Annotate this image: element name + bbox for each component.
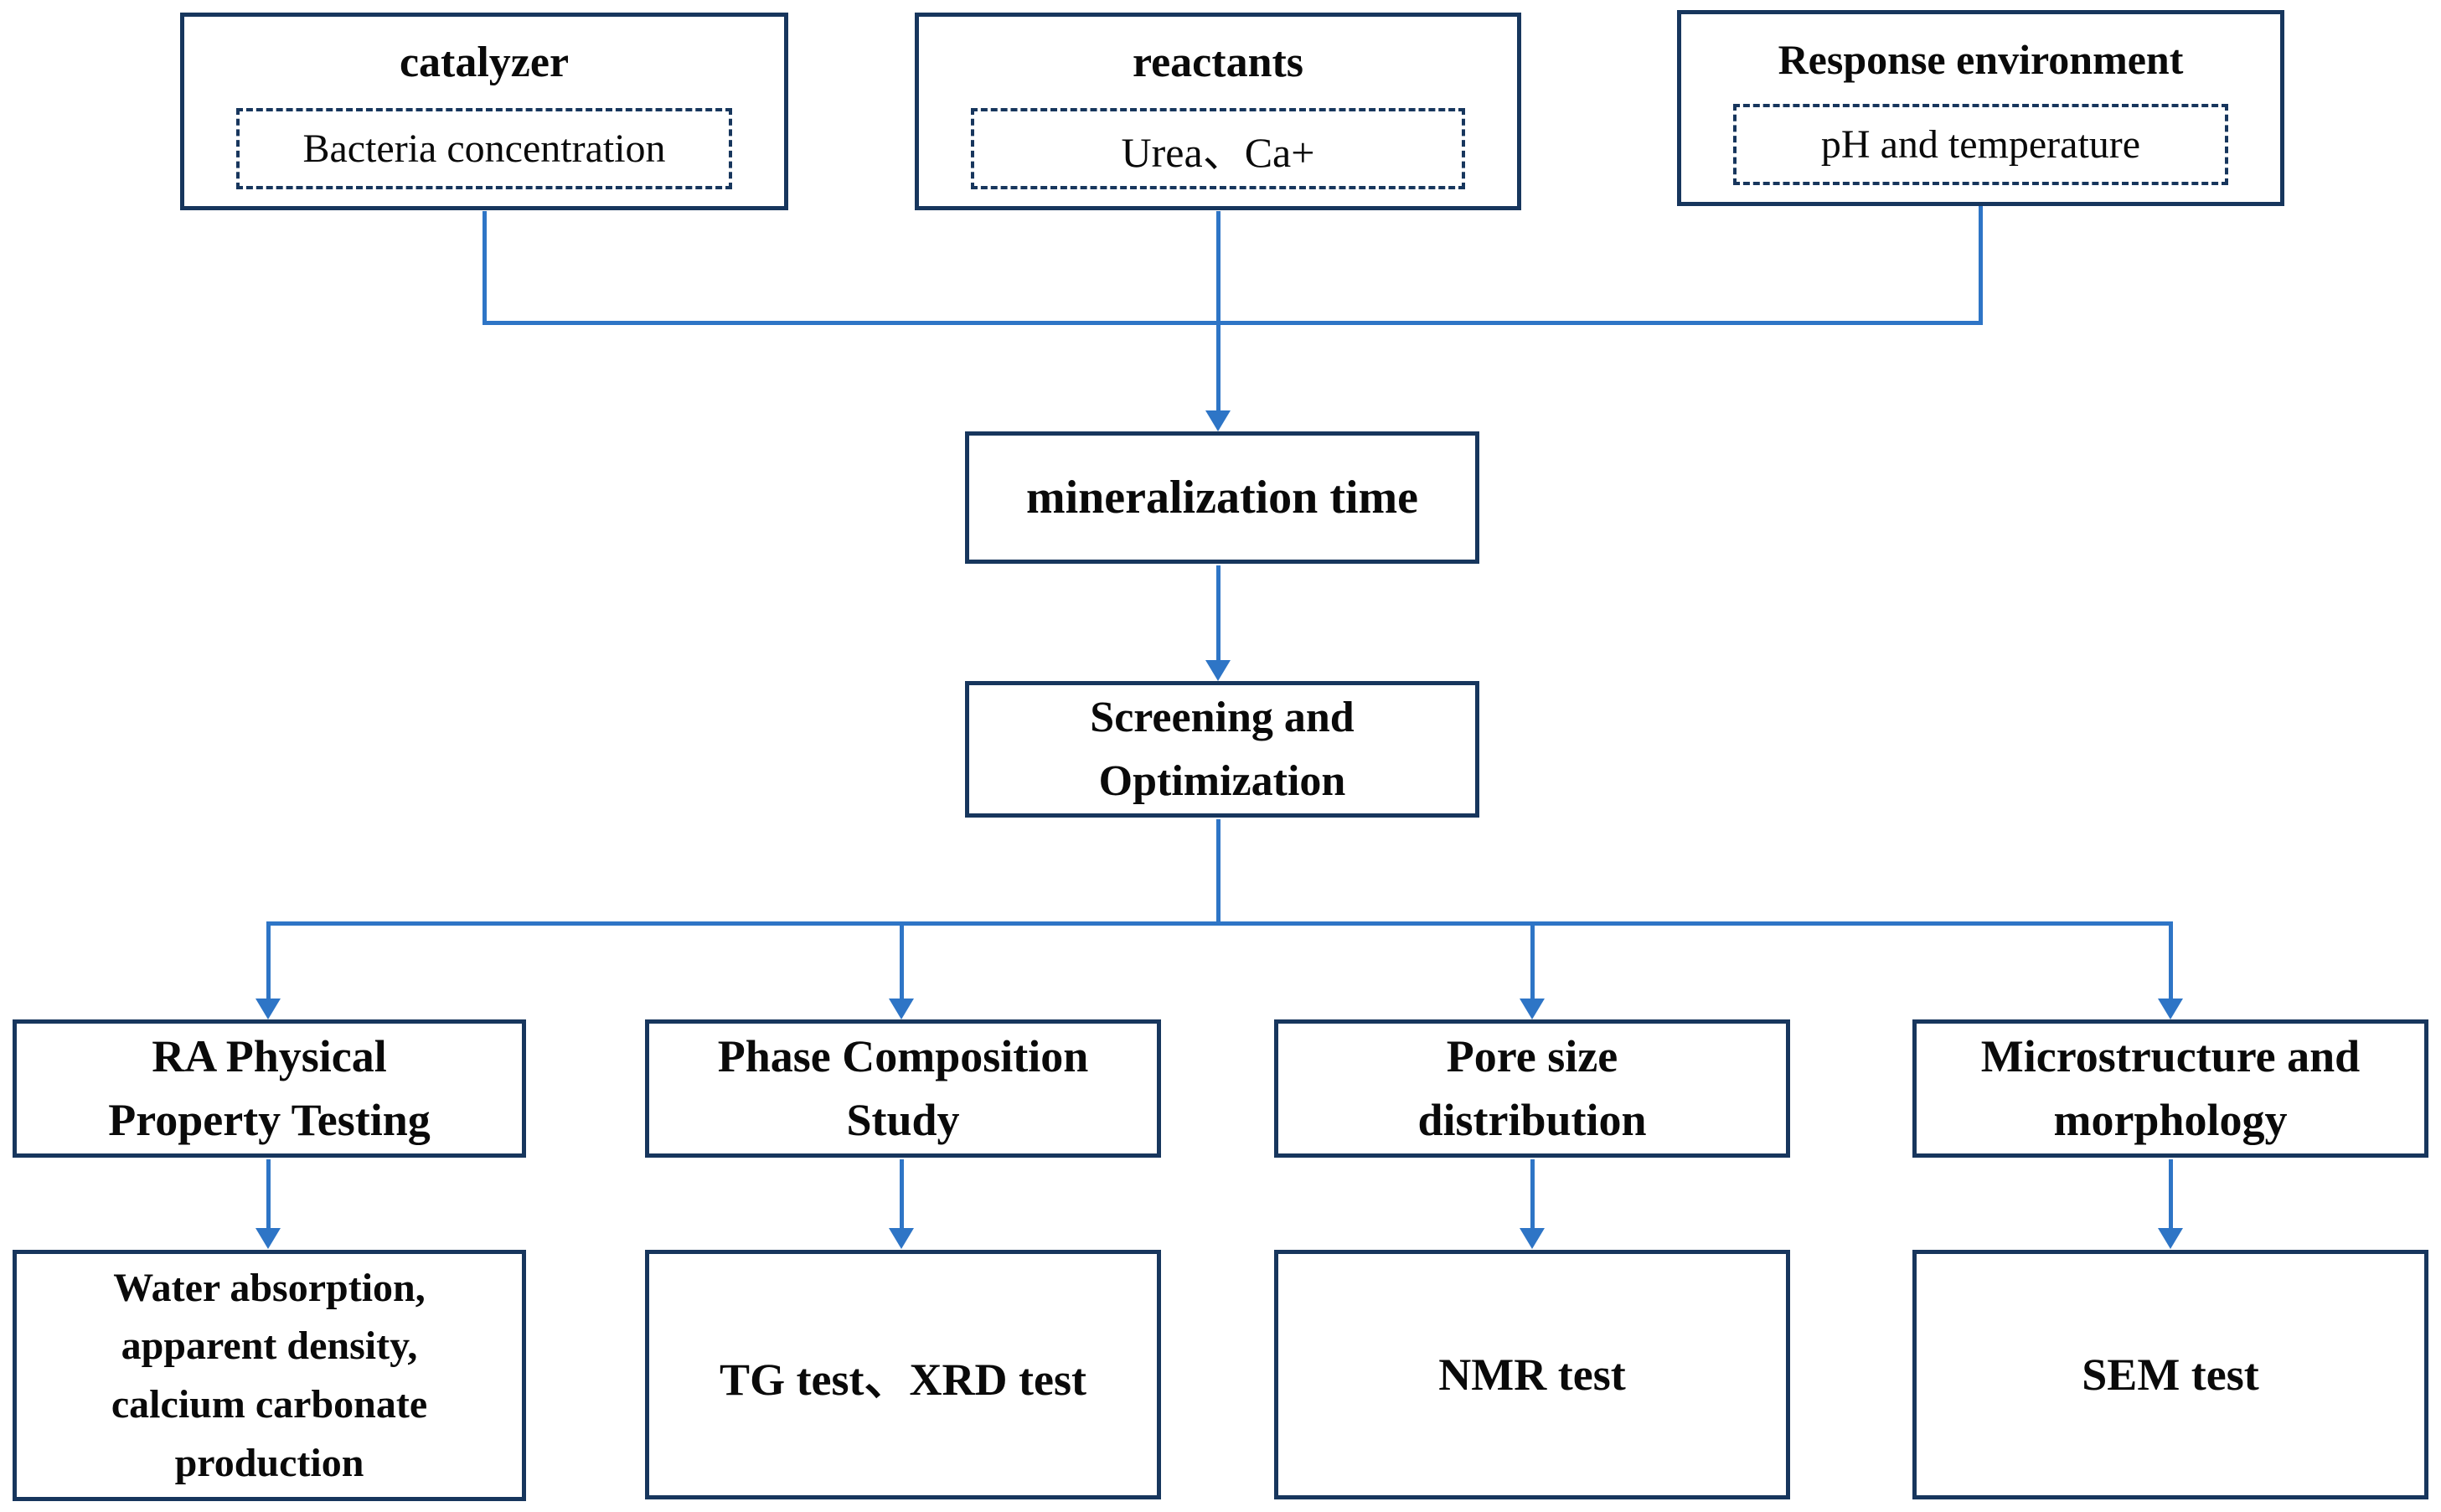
nmr-test-label: NMR test xyxy=(1438,1349,1626,1400)
ph-temperature-label: pH and temperature xyxy=(1820,122,2141,167)
box-reactants: reactants Urea、Ca+ xyxy=(915,13,1521,210)
box-sem-test: SEM test xyxy=(1912,1250,2428,1499)
box-tg-xrd-test: TG test、XRD test xyxy=(645,1250,1161,1499)
microstructure-morphology-label: Microstructure and morphology xyxy=(1980,1030,2361,1145)
dashed-box-ph-temperature: pH and temperature xyxy=(1733,104,2228,185)
bacteria-concentration-label: Bacteria concentration xyxy=(302,126,666,171)
pore-size-distribution-label: Pore size distribution xyxy=(1417,1030,1647,1145)
arrow-down-icon xyxy=(889,999,914,1019)
sem-test-label: SEM test xyxy=(2082,1349,2259,1400)
connector-branch-4 xyxy=(2169,926,2173,999)
box-response-environment: Response environment pH and temperature xyxy=(1677,10,2284,206)
urea-ca-label: Urea、Ca+ xyxy=(1121,128,1315,176)
tg-xrd-test-label: TG test、XRD test xyxy=(720,1354,1086,1405)
arrow-down-icon xyxy=(889,1228,914,1249)
connector-join-top xyxy=(483,321,1983,325)
water-absorption-tests-label: Water absorption, apparent density, calc… xyxy=(111,1265,428,1485)
box-catalyzer: catalyzer Bacteria concentration xyxy=(180,13,788,210)
box-ra-physical-property-testing: RA Physical Property Testing xyxy=(13,1019,526,1158)
dashed-box-urea-ca: Urea、Ca+ xyxy=(971,108,1465,189)
arrow-down-icon xyxy=(1520,1228,1545,1249)
box-microstructure-morphology: Microstructure and morphology xyxy=(1912,1019,2428,1158)
arrow-down-icon xyxy=(1520,999,1545,1019)
connector-response-drop xyxy=(1979,206,1983,323)
box-mineralization-time: mineralization time xyxy=(965,431,1479,564)
box-nmr-test: NMR test xyxy=(1274,1250,1790,1499)
connector-branch-1 xyxy=(266,926,271,999)
box-water-absorption-tests: Water absorption, apparent density, calc… xyxy=(13,1250,526,1501)
connector-test-1 xyxy=(266,1159,271,1228)
reactants-title: reactants xyxy=(1132,39,1304,86)
connector-screening-drop xyxy=(1216,819,1220,923)
arrow-down-icon xyxy=(255,999,281,1019)
connector-branch-3 xyxy=(1530,926,1535,999)
connector-reactants-drop xyxy=(1216,211,1220,410)
arrow-down-icon xyxy=(1205,660,1231,681)
ra-physical-property-testing-label: RA Physical Property Testing xyxy=(108,1030,431,1145)
phase-composition-study-label: Phase Composition Study xyxy=(717,1030,1089,1145)
connector-join-branches xyxy=(266,921,2173,926)
dashed-box-bacteria-concentration: Bacteria concentration xyxy=(236,108,732,189)
box-screening-optimization: Screening and Optimization xyxy=(965,681,1479,818)
connector-mineralization-screening xyxy=(1216,565,1220,660)
response-environment-title: Response environment xyxy=(1778,36,2184,83)
arrow-down-icon xyxy=(255,1228,281,1249)
connector-catalyzer-drop xyxy=(483,211,487,323)
connector-test-4 xyxy=(2169,1159,2173,1228)
catalyzer-title: catalyzer xyxy=(399,39,570,86)
arrow-down-icon xyxy=(1205,410,1231,431)
arrow-down-icon xyxy=(2158,1228,2183,1249)
connector-test-2 xyxy=(900,1159,904,1228)
arrow-down-icon xyxy=(2158,999,2183,1019)
box-pore-size-distribution: Pore size distribution xyxy=(1274,1019,1790,1158)
connector-branch-2 xyxy=(900,926,904,999)
box-phase-composition-study: Phase Composition Study xyxy=(645,1019,1161,1158)
screening-optimization-label: Screening and Optimization xyxy=(1090,694,1355,805)
mineralization-time-label: mineralization time xyxy=(1025,472,1419,524)
connector-test-3 xyxy=(1530,1159,1535,1228)
